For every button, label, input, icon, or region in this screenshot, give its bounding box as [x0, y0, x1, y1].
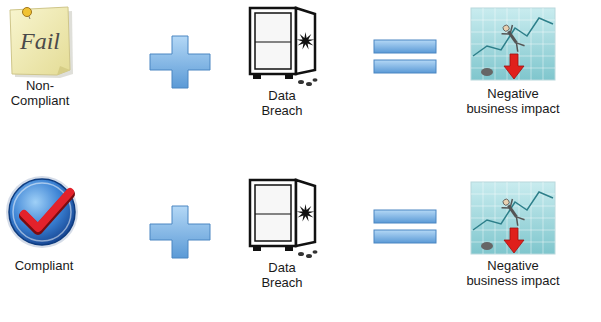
safe-icon: [244, 174, 320, 260]
check-icon: [4, 172, 84, 258]
icon-node: FailNon-Compliant: [4, 4, 76, 108]
rock: [481, 242, 493, 250]
icon-node: Data Breach: [244, 2, 320, 118]
chart-grid: [471, 182, 555, 254]
coin: [313, 250, 318, 254]
plus-sign: [150, 206, 210, 258]
icon-node: Compliant: [4, 172, 84, 273]
icon-caption: Compliant: [4, 258, 84, 273]
safe-shelf: [255, 41, 291, 42]
chart-line: [473, 192, 553, 230]
rock: [481, 68, 493, 76]
coin: [298, 252, 304, 256]
icon-caption: Data Breach: [253, 260, 311, 290]
safe-door: [296, 8, 315, 74]
pin-head: [23, 8, 32, 17]
breach-burst: [297, 204, 315, 222]
badge-ring: [13, 183, 71, 241]
plus-sign: [150, 36, 210, 88]
falling-figure: [499, 22, 527, 54]
icon-node: Negative business impact: [463, 180, 563, 288]
equals-bar: [374, 210, 436, 223]
icon-caption: Negative business impact: [463, 258, 563, 288]
icon-node: Data Breach: [244, 174, 320, 290]
chart-icon: [463, 6, 563, 86]
check-mark: [24, 192, 70, 228]
coin: [306, 82, 312, 86]
safe-body: [250, 180, 296, 246]
chart-icon: [463, 180, 563, 258]
icon-caption: Negative business impact: [463, 86, 563, 116]
safe-foot: [253, 246, 261, 251]
badge-rim: [6, 176, 78, 248]
chart-panel: [471, 182, 555, 254]
coin: [298, 80, 304, 84]
equals-bar: [374, 60, 436, 73]
check-badge: [9, 179, 75, 245]
equals-bar: [374, 230, 436, 243]
coin: [306, 254, 312, 258]
down-arrow: [504, 54, 524, 79]
safe-body: [250, 8, 296, 74]
down-arrow: [504, 228, 524, 253]
note-curl: [57, 66, 70, 75]
icon-caption: Data Breach: [253, 88, 311, 118]
safe-interior: [255, 185, 291, 241]
safe-foot: [285, 74, 293, 79]
safe-icon: [244, 2, 320, 88]
chart-line: [473, 18, 553, 56]
falling-figure: [499, 196, 527, 228]
note-text: Fail: [4, 4, 76, 78]
safe-foot: [253, 74, 261, 79]
icon-caption: Non-Compliant: [5, 78, 75, 108]
safe-door: [296, 180, 315, 246]
safe-foot: [285, 246, 293, 251]
coin: [313, 78, 318, 82]
safe-shelf: [255, 213, 291, 214]
safe-interior: [255, 13, 291, 69]
equals-bar: [374, 40, 436, 53]
chart-grid: [471, 8, 555, 80]
icon-node: Negative business impact: [463, 6, 563, 116]
breach-burst: [297, 32, 315, 50]
chart-panel: [471, 8, 555, 80]
